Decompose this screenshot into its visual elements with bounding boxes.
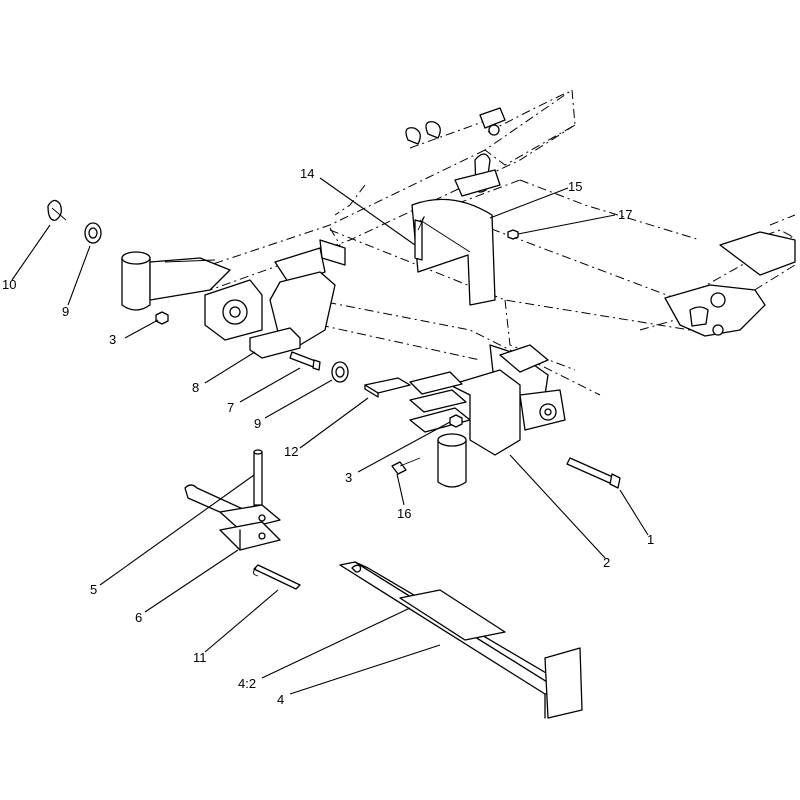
part-1-bolt (566, 457, 621, 489)
callout-4: 4 (277, 692, 284, 707)
part-17-nut (507, 229, 519, 240)
left-frame-bracket (204, 239, 346, 346)
callout-1: 1 (647, 532, 654, 547)
callout-5: 5 (90, 582, 97, 597)
leader-10 (11, 224, 51, 281)
callout-labels: 1 2 3 3 4 4:2 5 6 7 8 9 9 10 11 12 14 15… (2, 166, 654, 707)
callout-9-upper: 9 (62, 304, 69, 319)
leader-14 (319, 177, 416, 246)
leader-3-center (357, 421, 451, 473)
leader-8 (204, 351, 256, 384)
callout-4-2: 4:2 (238, 676, 256, 691)
leader-3-left (124, 319, 159, 339)
leader-12 (299, 397, 369, 449)
callout-8: 8 (192, 380, 199, 395)
center-pivot-tube (437, 433, 467, 488)
part-9-washer-lower (331, 361, 349, 383)
callout-7: 7 (227, 400, 234, 415)
part-12-shim (364, 377, 411, 398)
center-clamp-plates (409, 371, 471, 433)
part-4-hitch-bar (339, 561, 583, 719)
leader-4-2 (261, 607, 411, 679)
callout-6: 6 (135, 610, 142, 625)
callout-3-center: 3 (345, 470, 352, 485)
leader-16 (396, 473, 405, 506)
leader-9-lower (264, 379, 333, 419)
part-5-pin (253, 449, 263, 506)
leader-7 (239, 367, 301, 403)
leader-6 (144, 549, 239, 613)
part-6-hitch-bracket (184, 484, 281, 551)
frame-hitch-loops (405, 107, 506, 197)
leader-9-upper (67, 245, 91, 306)
part-3-nut-center (449, 414, 463, 428)
right-frame-bracket (664, 231, 796, 337)
leader-17 (517, 214, 616, 235)
callout-16: 16 (397, 506, 411, 521)
part-16-bolt (391, 457, 421, 475)
callout-2: 2 (603, 555, 610, 570)
callout-17: 17 (618, 207, 632, 222)
leader-15 (489, 187, 569, 219)
part-11-clip-pin (253, 564, 301, 590)
center-hitch-bracket (449, 344, 566, 456)
leader-lines (11, 177, 649, 695)
callout-12: 12 (284, 444, 298, 459)
part-10-clip (47, 199, 67, 221)
left-pivot-tube (121, 251, 231, 311)
leader-1 (619, 489, 649, 536)
callout-10: 10 (2, 277, 16, 292)
leader-11 (204, 589, 279, 653)
part-15-cover (411, 198, 496, 306)
callout-9-lower: 9 (254, 416, 261, 431)
part-3-nut-left (155, 311, 169, 325)
callout-11: 11 (193, 650, 207, 665)
part-14-pin (414, 216, 425, 261)
leader-2 (509, 454, 606, 559)
callout-14: 14 (300, 166, 314, 181)
part-9-washer-upper (84, 222, 102, 244)
part-7-bolt (289, 351, 321, 371)
leader-5 (99, 474, 255, 586)
callout-3-left: 3 (109, 332, 116, 347)
callout-15: 15 (568, 179, 582, 194)
leader-4 (289, 644, 441, 695)
part-8-plate (249, 327, 301, 359)
